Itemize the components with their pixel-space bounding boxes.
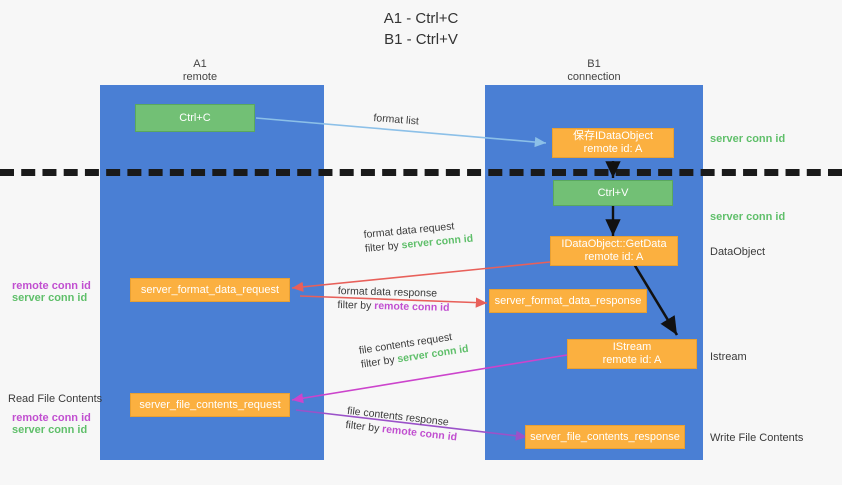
edge-label-format-list: format list <box>372 111 420 128</box>
box-server-format-data-response-label: server_format_data_response <box>494 294 642 307</box>
lane-b1-name: B1 <box>587 58 601 70</box>
diagram-title: A1 - Ctrl+C B1 - Ctrl+V <box>0 8 842 50</box>
box-server-file-contents-response[interactable]: server_file_contents_response <box>525 425 685 449</box>
box-ctrl-v[interactable]: Ctrl+V <box>553 180 673 206</box>
box-idataobject[interactable]: 保存IDataObject remote id: A <box>552 128 674 158</box>
edge-label-file-contents-request-filter-pre: filter by <box>360 353 399 371</box>
edge-label-format-data-response-filter-pre: filter by <box>337 298 375 312</box>
box-server-file-contents-response-label: server_file_contents_response <box>530 430 680 443</box>
box-istream[interactable]: IStream remote id: A <box>567 339 697 369</box>
lane-a1-sub: remote <box>182 71 218 83</box>
edge-label-file-contents-response: file contents response filter by remote … <box>345 404 459 445</box>
box-getdata[interactable]: IDataObject::GetData remote id: A <box>550 236 678 266</box>
annotation-dataobject: DataObject <box>710 246 766 258</box>
box-ctrl-v-label: Ctrl+V <box>597 186 629 199</box>
edge-label-file-contents-response-filter-pre: filter by <box>344 418 383 435</box>
annotation-read-file-contents: Read File Contents <box>8 393 103 405</box>
annotation-server-conn-id-1: server conn id <box>12 292 88 304</box>
title-line-2: B1 - Ctrl+V <box>384 31 458 48</box>
edge-label-format-data-response: format data response filter by remote co… <box>337 284 450 315</box>
annotation-remote-conn-id-1: remote conn id <box>12 280 91 292</box>
box-server-file-contents-request[interactable]: server_file_contents_request <box>130 393 290 417</box>
box-server-format-data-request-label: server_format_data_request <box>140 283 280 296</box>
lane-b1-sub: connection <box>567 71 621 83</box>
box-ctrl-c-label: Ctrl+C <box>179 111 211 124</box>
edge-label-file-contents-request: file contents request filter by server c… <box>358 328 469 372</box>
annotation-server-conn-id-top: server conn id <box>710 133 786 145</box>
edge-label-format-data-response-filter-key: remote conn id <box>374 299 450 314</box>
box-ctrl-c[interactable]: Ctrl+C <box>135 104 255 132</box>
edge-label-format-data-request: format data request filter by server con… <box>363 218 474 256</box>
annotation-write-file-contents: Write File Contents <box>710 432 804 444</box>
annotation-server-conn-id-2: server conn id <box>12 424 88 436</box>
box-istream-line1: IStream <box>612 341 652 353</box>
box-server-format-data-response[interactable]: server_format_data_response <box>489 289 647 313</box>
phase-divider <box>0 169 842 176</box>
box-idataobject-line1: 保存IDataObject <box>572 130 654 142</box>
box-idataobject-line2: remote id: A <box>583 143 643 155</box>
annotation-istream: Istream <box>710 351 747 363</box>
box-getdata-line2: remote id: A <box>584 251 644 263</box>
lane-header-a1: A1 remote <box>140 58 260 84</box>
title-line-1: A1 - Ctrl+C <box>383 10 459 27</box>
edge-label-format-data-request-filter-pre: filter by <box>364 239 403 255</box>
lane-a1-name: A1 <box>193 58 207 70</box>
box-server-format-data-request[interactable]: server_format_data_request <box>130 278 290 302</box>
box-istream-line2: remote id: A <box>602 354 662 366</box>
annotation-remote-conn-id-2: remote conn id <box>12 412 91 424</box>
lane-header-b1: B1 connection <box>534 58 654 84</box>
box-getdata-line1: IDataObject::GetData <box>561 238 667 250</box>
annotation-server-conn-id-mid: server conn id <box>710 211 786 223</box>
box-server-file-contents-request-label: server_file_contents_request <box>139 398 281 411</box>
